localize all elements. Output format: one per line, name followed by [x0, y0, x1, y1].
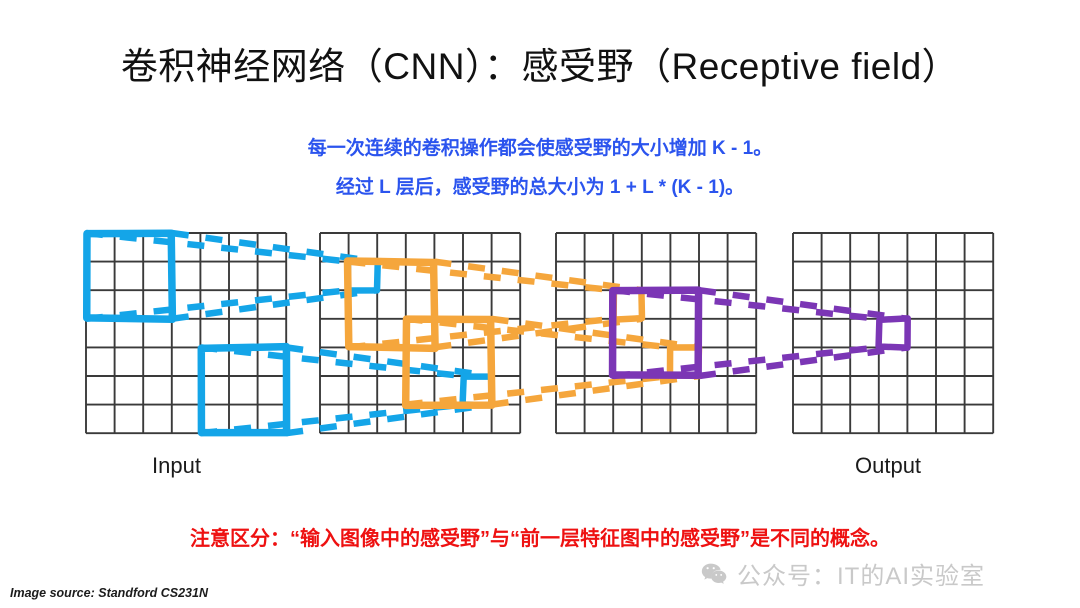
highlight-box-blue: [87, 233, 173, 319]
input-grid: [86, 233, 286, 433]
output-grid: [793, 233, 993, 433]
highlight-box-blue: [201, 347, 286, 433]
layer2-grid: [556, 233, 756, 433]
highlight-box-purple: [613, 290, 699, 375]
input-label: Input: [152, 453, 201, 479]
connector-layer: [86, 233, 907, 433]
note-red-warning: 注意区分：“输入图像中的感受野”与“前一层特征图中的感受野”是不同的概念。: [0, 522, 1080, 551]
highlight-box-purple: [879, 318, 908, 347]
highlight-box-orange: [348, 261, 436, 348]
output-label: Output: [855, 453, 921, 479]
source-credit: Image source: Standford CS231N: [10, 586, 208, 600]
highlight-box-blue: [463, 377, 492, 405]
highlight-box-orange: [406, 319, 492, 405]
